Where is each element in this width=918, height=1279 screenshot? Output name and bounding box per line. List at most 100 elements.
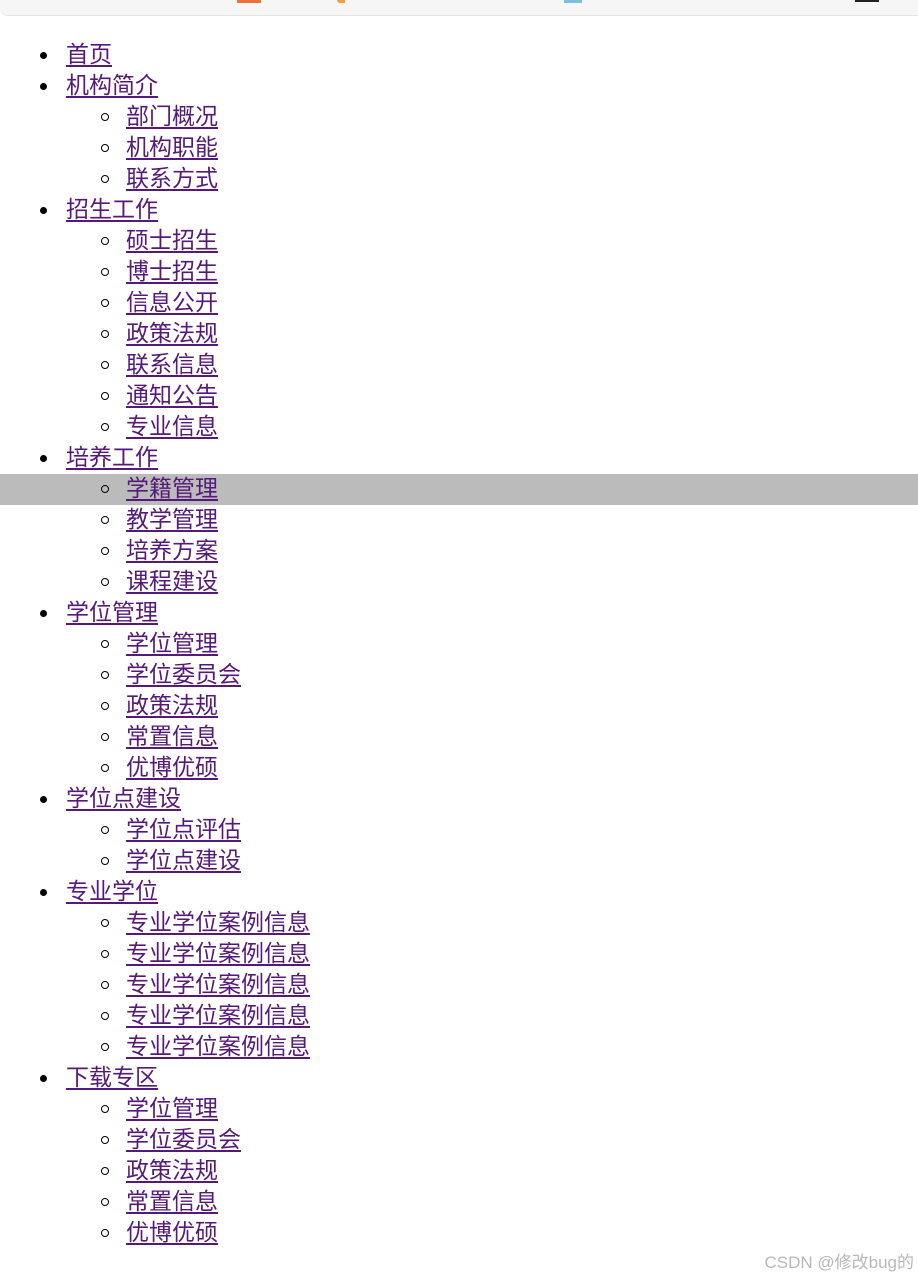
submenu-item: 学位管理 — [0, 629, 918, 660]
submenu-item-selected: 学籍管理 — [0, 474, 918, 505]
submenu-link[interactable]: 常置信息 — [126, 724, 218, 750]
submenu-link[interactable]: 优博优硕 — [126, 755, 218, 781]
submenu-link[interactable]: 学位委员会 — [126, 1127, 241, 1153]
toolbar-icon-dark[interactable] — [855, 0, 879, 2]
submenu-item: 联系方式 — [0, 164, 918, 195]
submenu-link[interactable]: 专业信息 — [126, 414, 218, 440]
submenu-item: 优博优硕 — [0, 1218, 918, 1249]
submenu-item: 学位点评估 — [0, 815, 918, 846]
submenu-link[interactable]: 联系方式 — [126, 166, 218, 192]
nav-link[interactable]: 机构简介 — [66, 73, 158, 99]
toolbar-icon-amber[interactable] — [337, 0, 345, 3]
toolbar-icon-blue[interactable] — [564, 0, 582, 3]
submenu-link[interactable]: 专业学位案例信息 — [126, 941, 310, 967]
submenu-link[interactable]: 部门概况 — [126, 104, 218, 130]
submenu-link[interactable]: 课程建设 — [126, 569, 218, 595]
submenu-item: 常置信息 — [0, 722, 918, 753]
submenu-link[interactable]: 学籍管理 — [126, 476, 218, 502]
submenu-list: 学籍管理教学管理培养方案课程建设 — [0, 474, 918, 598]
nav-link[interactable]: 首页 — [66, 42, 112, 68]
submenu-link[interactable]: 学位点建设 — [126, 848, 241, 874]
submenu-link[interactable]: 博士招生 — [126, 259, 218, 285]
submenu-link[interactable]: 培养方案 — [126, 538, 218, 564]
submenu-link[interactable]: 机构职能 — [126, 135, 218, 161]
submenu-link[interactable]: 硕士招生 — [126, 228, 218, 254]
submenu-link[interactable]: 学位点评估 — [126, 817, 241, 843]
nav-link[interactable]: 下载专区 — [66, 1065, 158, 1091]
submenu-list: 学位管理学位委员会政策法规常置信息优博优硕 — [0, 629, 918, 784]
submenu-link[interactable]: 学位管理 — [126, 631, 218, 657]
submenu-item: 专业学位案例信息 — [0, 939, 918, 970]
submenu-item: 学位点建设 — [0, 846, 918, 877]
submenu-item: 政策法规 — [0, 319, 918, 350]
nav-item: 培养工作 — [0, 443, 918, 474]
nav-item: 首页 — [0, 40, 918, 71]
browser-top-strip — [0, 0, 918, 16]
submenu-link[interactable]: 通知公告 — [126, 383, 218, 409]
submenu-link[interactable]: 常置信息 — [126, 1189, 218, 1215]
submenu-wrapper: 学位点评估学位点建设 — [0, 815, 918, 877]
submenu-list: 专业学位案例信息专业学位案例信息专业学位案例信息专业学位案例信息专业学位案例信息 — [0, 908, 918, 1063]
submenu-wrapper: 学位管理学位委员会政策法规常置信息优博优硕 — [0, 1094, 918, 1249]
submenu-item: 政策法规 — [0, 1156, 918, 1187]
nav-link[interactable]: 学位管理 — [66, 600, 158, 626]
submenu-list: 学位点评估学位点建设 — [0, 815, 918, 877]
submenu-item: 部门概况 — [0, 102, 918, 133]
toolbar-icon-orange[interactable] — [237, 0, 261, 3]
submenu-link[interactable]: 政策法规 — [126, 321, 218, 347]
submenu-item: 博士招生 — [0, 257, 918, 288]
submenu-item: 联系信息 — [0, 350, 918, 381]
submenu-link[interactable]: 政策法规 — [126, 1158, 218, 1184]
submenu-item: 专业学位案例信息 — [0, 1001, 918, 1032]
submenu-item: 学位委员会 — [0, 660, 918, 691]
submenu-list: 硕士招生博士招生信息公开政策法规联系信息通知公告专业信息 — [0, 226, 918, 443]
submenu-item: 专业学位案例信息 — [0, 970, 918, 1001]
submenu-link[interactable]: 信息公开 — [126, 290, 218, 316]
nav-item: 下载专区 — [0, 1063, 918, 1094]
submenu-item: 优博优硕 — [0, 753, 918, 784]
submenu-item: 教学管理 — [0, 505, 918, 536]
submenu-list: 学位管理学位委员会政策法规常置信息优博优硕 — [0, 1094, 918, 1249]
submenu-wrapper: 硕士招生博士招生信息公开政策法规联系信息通知公告专业信息 — [0, 226, 918, 443]
submenu-item: 培养方案 — [0, 536, 918, 567]
submenu-wrapper: 部门概况机构职能联系方式 — [0, 102, 918, 195]
submenu-item: 机构职能 — [0, 133, 918, 164]
submenu-link[interactable]: 教学管理 — [126, 507, 218, 533]
submenu-item: 政策法规 — [0, 691, 918, 722]
nav-link[interactable]: 专业学位 — [66, 879, 158, 905]
submenu-item: 专业信息 — [0, 412, 918, 443]
nav-list: 首页机构简介部门概况机构职能联系方式招生工作硕士招生博士招生信息公开政策法规联系… — [0, 40, 918, 1249]
submenu-link[interactable]: 学位委员会 — [126, 662, 241, 688]
submenu-item: 硕士招生 — [0, 226, 918, 257]
watermark: CSDN @修改bug的 — [764, 1253, 914, 1272]
submenu-link[interactable]: 专业学位案例信息 — [126, 910, 310, 936]
submenu-link[interactable]: 专业学位案例信息 — [126, 972, 310, 998]
submenu-item: 学位管理 — [0, 1094, 918, 1125]
nav-link[interactable]: 学位点建设 — [66, 786, 181, 812]
submenu-wrapper: 专业学位案例信息专业学位案例信息专业学位案例信息专业学位案例信息专业学位案例信息 — [0, 908, 918, 1063]
nav-item: 招生工作 — [0, 195, 918, 226]
nav-item: 学位点建设 — [0, 784, 918, 815]
submenu-link[interactable]: 政策法规 — [126, 693, 218, 719]
submenu-link[interactable]: 专业学位案例信息 — [126, 1003, 310, 1029]
submenu-link[interactable]: 专业学位案例信息 — [126, 1034, 310, 1060]
nav-link[interactable]: 招生工作 — [66, 197, 158, 223]
submenu-wrapper: 学位管理学位委员会政策法规常置信息优博优硕 — [0, 629, 918, 784]
submenu-list: 部门概况机构职能联系方式 — [0, 102, 918, 195]
submenu-link[interactable]: 学位管理 — [126, 1096, 218, 1122]
nav-menu: 首页机构简介部门概况机构职能联系方式招生工作硕士招生博士招生信息公开政策法规联系… — [0, 40, 918, 1249]
nav-link[interactable]: 培养工作 — [66, 445, 158, 471]
submenu-item: 常置信息 — [0, 1187, 918, 1218]
submenu-item: 学位委员会 — [0, 1125, 918, 1156]
nav-item: 专业学位 — [0, 877, 918, 908]
nav-item: 学位管理 — [0, 598, 918, 629]
submenu-item: 课程建设 — [0, 567, 918, 598]
nav-item: 机构简介 — [0, 71, 918, 102]
submenu-item: 信息公开 — [0, 288, 918, 319]
submenu-item: 通知公告 — [0, 381, 918, 412]
submenu-item: 专业学位案例信息 — [0, 908, 918, 939]
submenu-link[interactable]: 优博优硕 — [126, 1220, 218, 1246]
submenu-wrapper: 学籍管理教学管理培养方案课程建设 — [0, 474, 918, 598]
submenu-item: 专业学位案例信息 — [0, 1032, 918, 1063]
submenu-link[interactable]: 联系信息 — [126, 352, 218, 378]
